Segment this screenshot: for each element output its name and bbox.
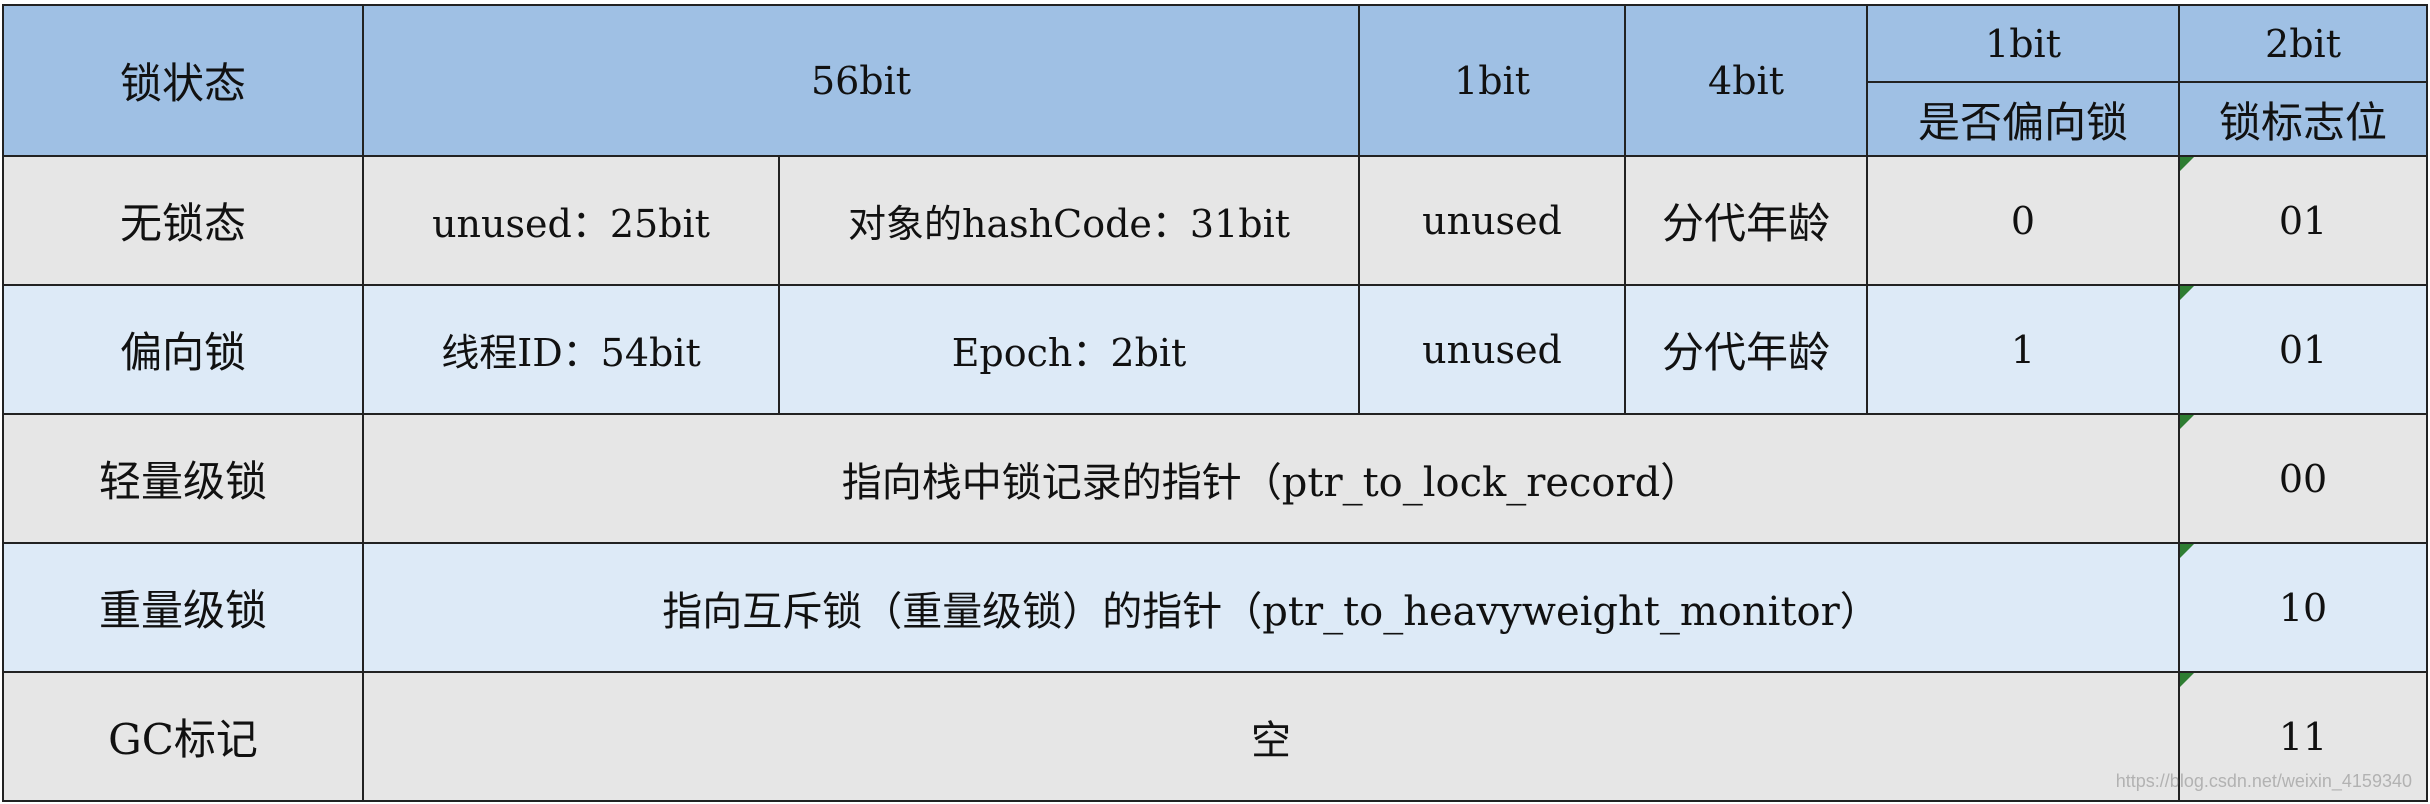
header-lock-state: 锁状态 [2,4,364,157]
biased-cell: 1 [1866,284,2181,415]
flag-value: 10 [2278,585,2328,630]
header-row-bottom: 是否偏向锁 锁标志位 [3,81,2429,157]
state-cell: 无锁态 [2,155,364,286]
state-cell: GC标记 [2,671,364,802]
header-flag-label: 锁标志位 [2178,81,2429,157]
flag-value: 00 [2278,456,2328,501]
header-flag-bit: 2bit [2178,4,2429,83]
epoch-cell: Epoch：2bit [777,284,1361,415]
row-biased: 偏向锁 线程ID：54bit Epoch：2bit unused 分代年龄 1 … [2,284,2429,415]
comment-marker-icon [2181,545,2195,558]
flag-value: 11 [2278,714,2328,759]
unused-cell: unused [1358,155,1627,286]
header-row-top: 锁状态 56bit 1bit 4bit 1bit 2bit [2,4,2429,157]
flag-cell: 11 [2178,671,2429,802]
state-cell: 重量级锁 [2,542,364,673]
empty-content-cell: 空 [361,671,2181,802]
mark-word-table-container: 锁状态 56bit 1bit 4bit 1bit 2bit 是否偏向锁 锁标志位… [2,4,2429,802]
flag-value: 01 [2278,327,2328,372]
heavyweight-pointer-cell: 指向互斥锁（重量级锁）的指针（ptr_to_heavyweight_monito… [361,542,2181,673]
state-cell: 轻量级锁 [2,413,364,544]
comment-marker-icon [2181,158,2195,171]
age-cell: 分代年龄 [1624,284,1869,415]
comment-marker-icon [2181,287,2195,300]
flag-value: 01 [2278,198,2328,243]
age-cell: 分代年龄 [1624,155,1869,286]
flag-cell: 10 [2178,542,2429,673]
biased-cell: 0 [1866,155,2181,286]
row-unlocked: 无锁态 unused：25bit 对象的hashCode：31bit unuse… [2,155,2429,286]
thread-id-cell: 线程ID：54bit [362,284,780,415]
unused-cell: unused [1358,284,1627,415]
mark-word-layout-table: 锁状态 56bit 1bit 4bit 1bit 2bit 是否偏向锁 锁标志位… [2,4,2429,802]
header-4bit: 4bit [1624,4,1869,157]
state-cell: 偏向锁 [2,284,364,415]
header-biased-bit: 1bit [1866,4,2181,83]
flag-cell: 01 [2178,155,2429,286]
header-biased-label: 是否偏向锁 [1866,81,2181,157]
watermark: https://blog.csdn.net/weixin_4159340 [2115,771,2412,791]
row-lightweight: 轻量级锁 指向栈中锁记录的指针（ptr_to_lock_record） 00 [2,413,2429,544]
header-56bit: 56bit [361,4,1361,157]
row-heavyweight: 重量级锁 指向互斥锁（重量级锁）的指针（ptr_to_heavyweight_m… [2,542,2429,673]
comment-marker-icon [2181,674,2195,687]
lightweight-pointer-cell: 指向栈中锁记录的指针（ptr_to_lock_record） [361,413,2181,544]
flag-cell: 00 [2178,413,2429,544]
comment-marker-icon [2181,416,2195,429]
header-1bit: 1bit [1358,4,1627,157]
unused-25bit-cell: unused：25bit [362,155,780,286]
hashcode-cell: 对象的hashCode：31bit [777,155,1361,286]
flag-cell: 01 [2178,284,2429,415]
row-gc-mark: GC标记 空 11 [2,671,2429,802]
